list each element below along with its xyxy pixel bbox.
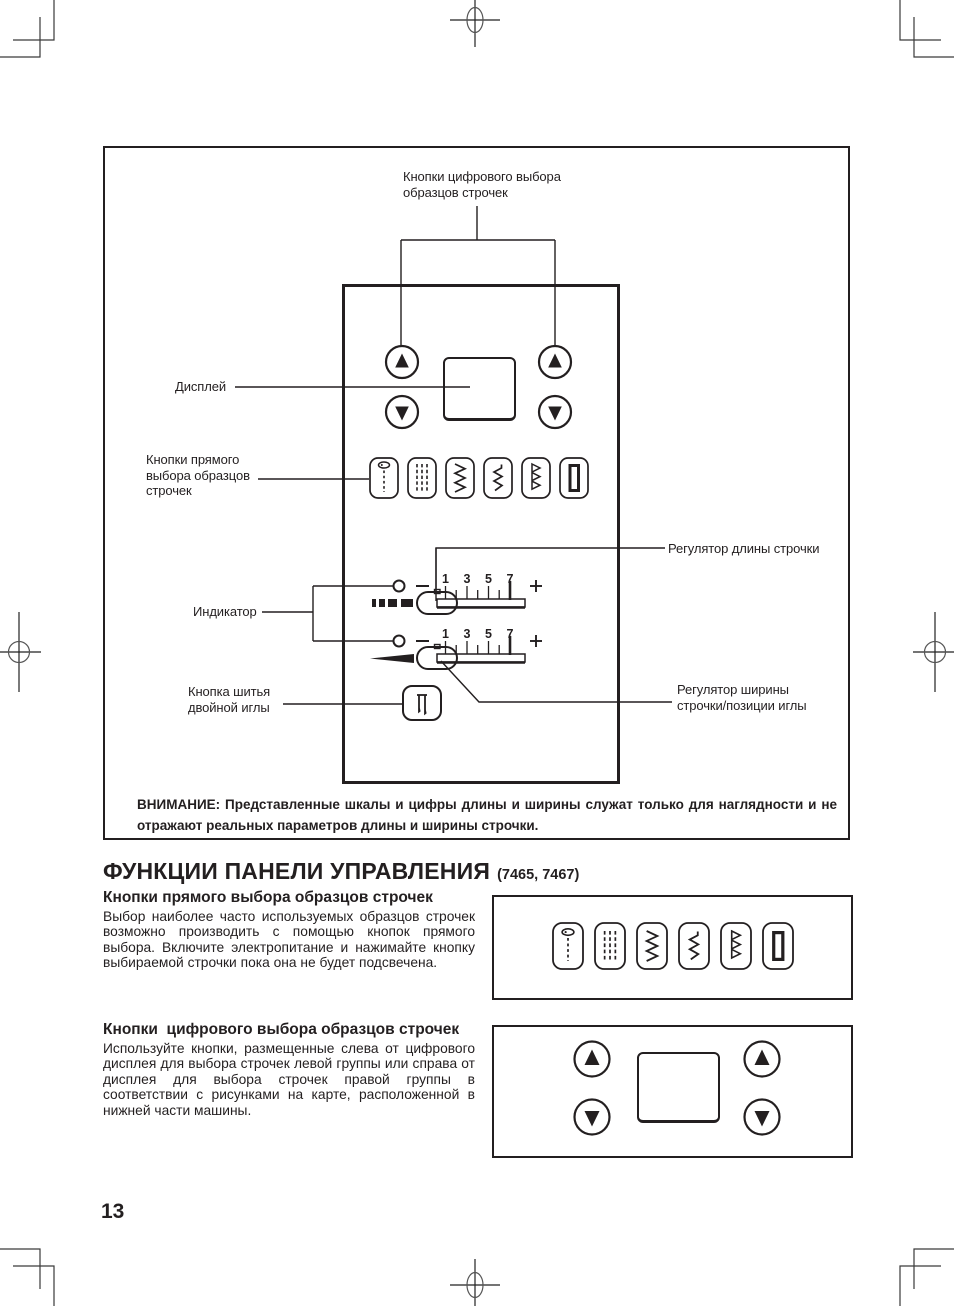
indicator-lamp-icon: [392, 634, 406, 648]
lcd-display: [443, 357, 516, 421]
scale-number: 7: [507, 572, 514, 586]
width-slider-knob: [416, 646, 458, 670]
needle-position-arrow-icon: [370, 654, 414, 663]
straight-stitch-icon: [377, 461, 391, 493]
length-indicator-marks: [372, 599, 413, 607]
slider-track: [436, 653, 526, 663]
warning-note: ВНИМАНИЕ: Представленные шкалы и цифры д…: [137, 797, 837, 833]
twin-needle-button: [402, 685, 442, 721]
plus-icon: [530, 580, 542, 592]
label-direct-buttons: Кнопки прямого выбора образцов строчек: [146, 452, 250, 498]
direct-select-buttons-figure: [552, 922, 794, 970]
arrow-down-icon: [584, 1111, 600, 1127]
arrow-up-icon: [754, 1049, 770, 1065]
length-slider-knob: [416, 591, 458, 615]
label-width-regulator: Регулятор ширины строчки/позиции иглы: [677, 682, 807, 713]
arrow-down-icon: [754, 1111, 770, 1127]
digital-select-buttons-figure: [573, 1040, 781, 1136]
multi-step-zigzag-stitch-icon: [531, 463, 541, 490]
heading-direct-buttons: Кнопки прямого выбора образцов строчек: [103, 889, 433, 906]
indicator-lamp-icon: [392, 579, 406, 593]
narrow-zigzag-stitch-icon: [688, 930, 700, 961]
plus-icon: [530, 635, 542, 647]
scale-number: 3: [464, 627, 471, 641]
lcd-display-figure: [637, 1052, 720, 1123]
multi-step-zigzag-stitch-icon: [730, 930, 742, 959]
label-display: Дисплей: [175, 379, 226, 394]
arrow-down-icon: [395, 406, 409, 421]
paragraph-direct-buttons: Выбор наиболее часто используемых образц…: [103, 909, 475, 971]
scale-number: 3: [464, 572, 471, 586]
stitch-length-slider: 1 3 5 7: [372, 548, 542, 615]
label-indicator: Индикатор: [193, 604, 257, 619]
buttonhole-icon: [568, 464, 580, 492]
scale-number: 1: [442, 572, 449, 586]
arrow-up-icon: [395, 353, 409, 368]
section-title-text: ФУНКЦИИ ПАНЕЛИ УПРАВЛЕНИЯ: [103, 858, 491, 884]
label-twin-needle-button: Кнопка шитья двойной иглы: [188, 684, 271, 715]
arrow-up-icon: [584, 1049, 600, 1065]
model-numbers: (7465, 7467): [497, 867, 580, 883]
page-number: 13: [101, 1200, 125, 1223]
zigzag-stitch-icon: [645, 930, 659, 962]
direct-select-buttons: [369, 457, 589, 499]
narrow-zigzag-stitch-icon: [493, 463, 503, 492]
scale-ticks: [444, 636, 512, 655]
arrow-up-icon: [548, 353, 562, 368]
section-title: ФУНКЦИИ ПАНЕЛИ УПРАВЛЕНИЯ (7465, 7467): [103, 858, 579, 885]
twin-needle-icon: [417, 694, 427, 716]
pattern-select-buttons: [384, 344, 573, 430]
paragraph-digital-buttons: Используйте кнопки, размещенные слева от…: [103, 1041, 475, 1118]
slider-track: [436, 598, 526, 608]
label-length-regulator: Регулятор длины строчки: [668, 541, 820, 556]
straight-stitch-icon: [561, 927, 575, 962]
buttonhole-icon: [771, 930, 785, 962]
arrow-down-icon: [548, 406, 562, 421]
scale-number: 5: [485, 627, 492, 641]
leader-lines: [235, 206, 665, 705]
scale-number: 1: [442, 627, 449, 641]
zigzag-stitch-icon: [454, 463, 466, 493]
scale-number: 7: [507, 627, 514, 641]
stitch-width-slider: 1 3 5 7: [370, 627, 672, 703]
triple-straight-stitch-icon: [416, 463, 428, 493]
label-digital-buttons: Кнопки цифрового выбора образцов строчек: [403, 169, 561, 200]
triple-straight-stitch-icon: [603, 930, 617, 962]
heading-digital-buttons: Кнопки цифрового выбора образцов строчек: [103, 1021, 460, 1038]
scale-number: 5: [485, 572, 492, 586]
